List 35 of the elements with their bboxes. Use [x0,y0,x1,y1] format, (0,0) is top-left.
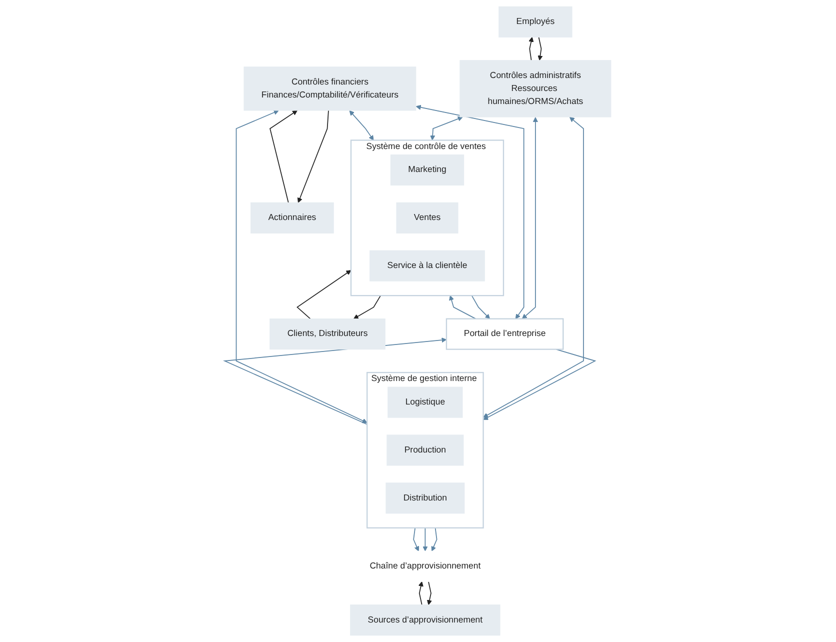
arrow [483,116,584,418]
node-box: Contrôles financiers Finances/Comptabilité/Vérificateurs [244,66,416,111]
node-box: Logistique [388,386,463,418]
node-box: Employés [498,6,572,38]
arrow [223,338,447,425]
node-box: Clients, Distributeurs [270,318,386,350]
arrow [528,36,534,61]
node-box: Actionnaires [250,202,334,234]
node-box: Production [386,434,464,466]
node-box: Distribution [386,482,465,514]
arrow [296,270,352,320]
arrow [422,527,428,552]
node-box: Portail de l’entreprise [446,318,564,350]
node-box: Marketing [390,154,464,186]
arrow [431,527,438,552]
arrow [538,36,543,61]
node-box: Sources d’approvisionnement [350,604,500,636]
node-box: Ventes [396,202,458,234]
arrow [427,581,432,606]
arrow [298,110,330,203]
arrow [483,348,596,420]
arrow [270,110,298,204]
arrow [418,581,424,606]
arrow [416,104,524,320]
node-text: Chaîne d’approvisionnement [370,561,481,571]
arrow [349,110,374,140]
arrow [472,295,490,320]
arrow [354,295,382,320]
arrow [522,117,538,320]
arrow [449,295,476,320]
node-box: Service à la clientèle [370,250,486,282]
arrow [430,116,464,140]
arrow [236,110,368,424]
arrow [413,527,420,552]
node-box: Contrôles administratifs Ressources humaines/ORMS/Achats [460,60,612,118]
